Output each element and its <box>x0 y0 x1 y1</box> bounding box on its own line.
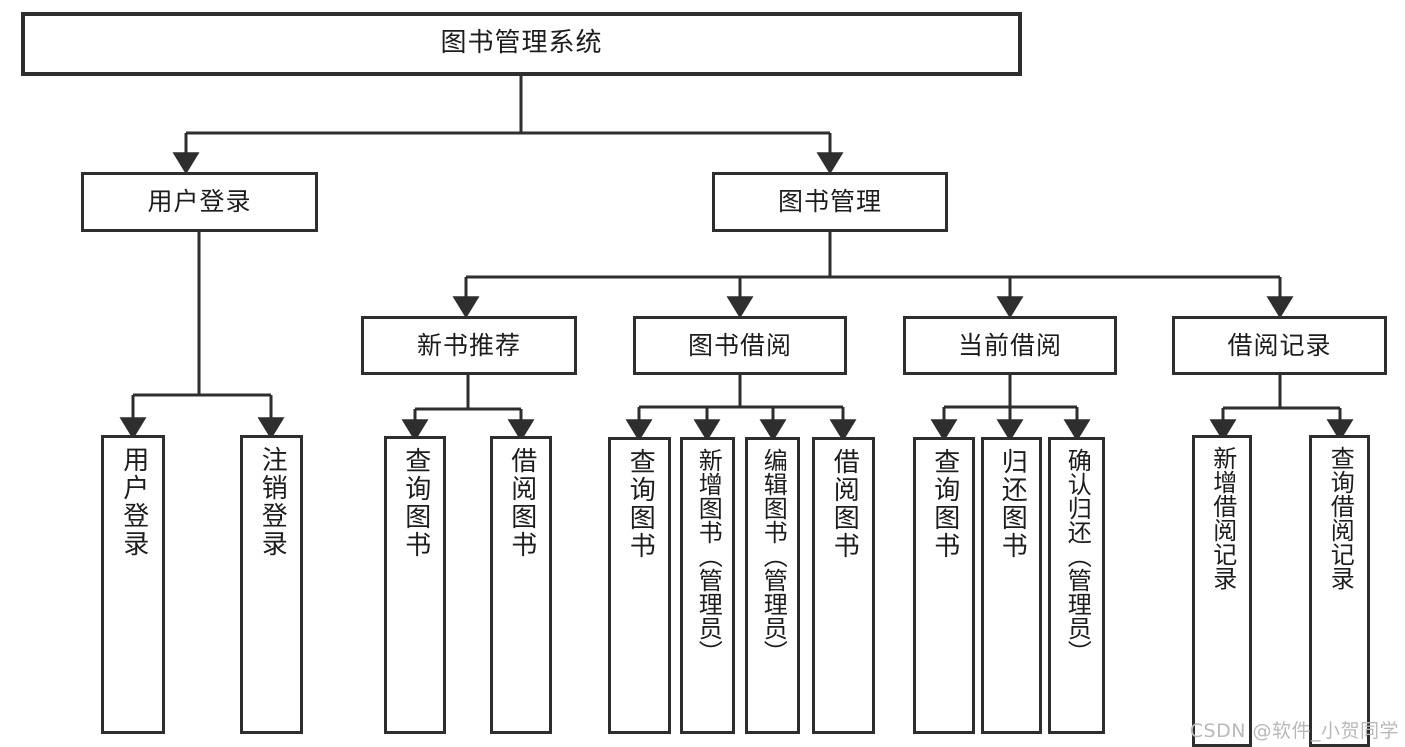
node-label: 用户登录 <box>118 446 149 558</box>
node-label: 查询图书 <box>625 448 656 560</box>
node-label: 查询图书 <box>400 447 431 559</box>
leaf-current-borrow-query-book[interactable]: 查询图书 <box>913 437 975 734</box>
node-label: 确认归还（管理员） <box>1063 448 1092 664</box>
leaf-current-borrow-return-book[interactable]: 归还图书 <box>981 437 1042 734</box>
node-current-borrow[interactable]: 当前借阅 <box>903 316 1117 375</box>
leaf-book-borrow-edit-book-admin[interactable]: 编辑图书（管理员） <box>745 437 800 734</box>
node-book-management[interactable]: 图书管理 <box>712 172 948 232</box>
leaf-new-book-borrow-book[interactable]: 借阅图书 <box>490 436 552 734</box>
node-label: 归还图书 <box>997 448 1028 560</box>
leaf-user-login-logout[interactable]: 注销登录 <box>240 435 303 734</box>
node-label: 编辑图书（管理员） <box>759 448 788 664</box>
node-new-book-recommend[interactable]: 新书推荐 <box>361 316 577 375</box>
node-label: 新增图书（管理员） <box>694 448 723 664</box>
node-borrow-record[interactable]: 借阅记录 <box>1172 316 1387 375</box>
leaf-current-borrow-confirm-return-admin[interactable]: 确认归还（管理员） <box>1048 437 1105 734</box>
leaf-book-borrow-add-book-admin[interactable]: 新增图书（管理员） <box>680 437 735 734</box>
node-label: 新增借阅记录 <box>1208 446 1237 590</box>
node-label: 当前借阅 <box>957 330 1062 360</box>
leaf-user-login-login[interactable]: 用户登录 <box>101 435 165 734</box>
node-label: 图书管理 <box>777 187 882 216</box>
node-label: 借阅图书 <box>829 448 860 560</box>
csdn-watermark: CSDN @软件_小贺同学 <box>1189 720 1399 742</box>
node-label: 借阅图书 <box>506 447 537 559</box>
leaf-new-book-query-book[interactable]: 查询图书 <box>384 436 446 734</box>
leaf-borrow-record-add-record[interactable]: 新增借阅记录 <box>1192 435 1252 747</box>
node-label: 注销登录 <box>257 446 288 558</box>
node-label: 图书借阅 <box>687 330 792 360</box>
node-label: 用户登录 <box>147 187 252 216</box>
leaf-book-borrow-query-book[interactable]: 查询图书 <box>608 437 671 734</box>
node-label: 查询图书 <box>929 448 960 560</box>
leaf-borrow-record-query-record[interactable]: 查询借阅记录 <box>1309 435 1370 747</box>
node-root-book-management-system[interactable]: 图书管理系统 <box>21 12 1022 76</box>
node-label: 查询借阅记录 <box>1326 446 1355 590</box>
node-book-borrow[interactable]: 图书借阅 <box>633 316 847 375</box>
node-user-login[interactable]: 用户登录 <box>81 172 318 232</box>
node-label: 借阅记录 <box>1227 330 1332 360</box>
node-label: 图书管理系统 <box>440 28 603 59</box>
leaf-book-borrow-borrow-book[interactable]: 借阅图书 <box>812 437 875 734</box>
node-label: 新书推荐 <box>416 330 521 360</box>
